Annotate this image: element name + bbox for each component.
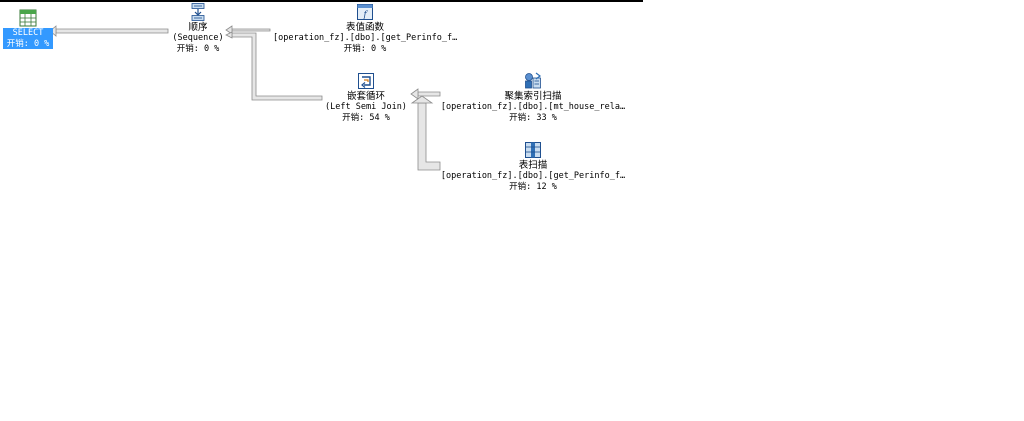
plan-node-clustered-index-scan[interactable]: 聚集索引扫描 [operation_fz].[dbo].[mt_house_re… [440,72,626,123]
plan-node-tvf-subtitle: [operation_fz].[dbo].[get_Perinfo_f… [273,33,458,43]
clustered-index-scan-icon [525,72,541,89]
sequence-icon [191,3,205,21]
plan-node-select-title: SELECT [12,28,44,38]
arrow-tvf-to-sequence [225,25,271,35]
top-border [0,0,643,2]
plan-node-table-scan-subtitle: [operation_fz].[dbo].[get_Perinfo_f… [440,171,626,181]
plan-node-nested-loops-cost: 开销: 54 % [342,112,390,123]
plan-node-select-label: SELECT 开销: 0 % [3,28,53,49]
table-valued-function-icon: f [357,4,373,21]
plan-node-table-scan-cost: 开销: 12 % [509,181,557,192]
plan-node-nested-loops-subtitle: (Left Semi Join) [325,102,407,112]
plan-node-table-scan[interactable]: 表扫描 [operation_fz].[dbo].[get_Perinfo_f…… [440,141,626,192]
arrow-index-scan-to-nested-loops [410,88,441,100]
arrow-sequence-to-select [49,25,169,37]
table-scan-icon [525,142,541,158]
plan-node-sequence-cost: 开销: 0 % [176,43,220,54]
plan-node-tvf-cost: 开销: 0 % [343,43,387,54]
plan-node-table-valued-function[interactable]: f 表值函数 [operation_fz].[dbo].[get_Perinfo… [273,3,457,54]
plan-node-index-scan-title: 聚集索引扫描 [504,91,562,102]
plan-node-index-scan-subtitle: [operation_fz].[dbo].[mt_house_rela… [440,102,626,112]
plan-node-index-scan-cost: 开销: 33 % [509,112,557,123]
plan-node-tvf-title: 表值函数 [345,22,384,33]
plan-node-nested-loops[interactable]: 嵌套循环 (Left Semi Join) 开销: 54 % [323,72,409,123]
svg-text:f: f [362,11,368,21]
plan-node-table-scan-title: 表扫描 [518,160,548,171]
plan-node-select-cost: 开销: 0 % [6,38,50,49]
plan-node-select[interactable]: SELECT 开销: 0 % [3,9,53,49]
plan-node-sequence[interactable]: 顺序 (Sequence) 开销: 0 % [163,3,233,54]
select-result-icon [19,9,37,27]
arrow-table-scan-to-nested-loops [410,95,441,171]
plan-node-sequence-title: 顺序 [188,22,208,33]
plan-node-sequence-subtitle: (Sequence) [172,33,224,43]
arrow-nested-loops-to-sequence [225,31,323,101]
nested-loops-icon [358,73,374,89]
plan-node-nested-loops-title: 嵌套循环 [346,91,385,102]
